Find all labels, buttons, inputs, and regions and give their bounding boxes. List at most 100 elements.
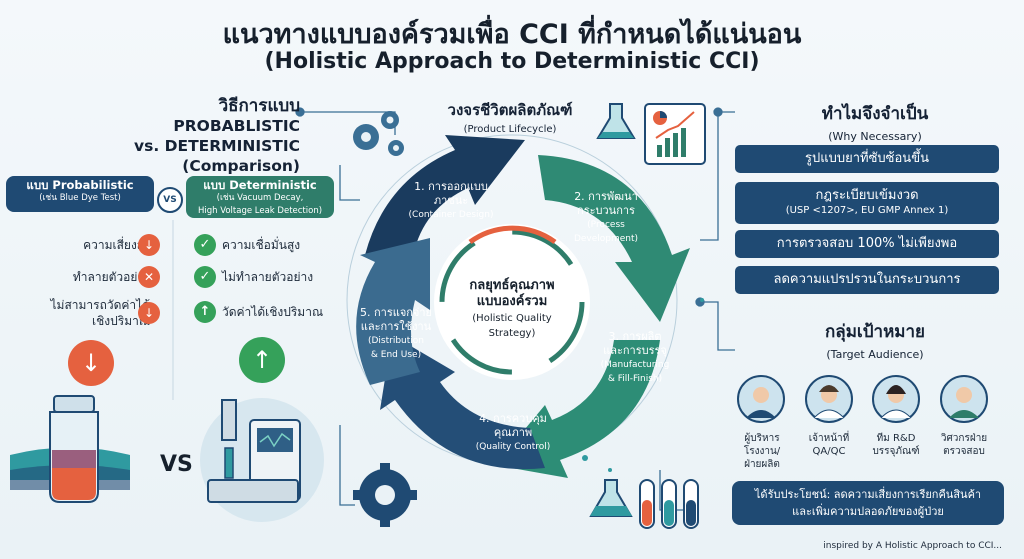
lifecycle-cycle <box>346 134 690 478</box>
vial-illustration <box>10 395 130 503</box>
deterministic-example-2: High Voltage Leak Detection) <box>197 206 323 216</box>
why-item-3: การตรวจสอบ 100% ไม่เพียงพอ <box>735 230 999 258</box>
prob-item-1: ความเสี่ยงสูง <box>83 238 150 252</box>
thumbs-up-icon: ↑ <box>194 301 216 323</box>
center-title-1: กลยุทธ์คุณภาพ <box>469 278 555 293</box>
probabilistic-example: (เช่น Blue Dye Test) <box>39 193 121 203</box>
prob-item-2: ทำลายตัวอย่าง <box>72 270 150 284</box>
check-icon: ✓ <box>194 266 216 288</box>
stage-1-title-2: ภาชนะ <box>433 194 469 207</box>
center-title-2: แบบองค์รวม <box>476 294 548 309</box>
audience-4-line2: ตรวจสอบ <box>943 446 985 457</box>
stage-2-title-2: กระบวนการ <box>577 204 635 217</box>
bottom-vs-label: VS <box>160 452 193 477</box>
why-heading-en: (Why Necessary) <box>828 130 922 143</box>
big-thumbs-down-icon: ↓ <box>68 340 114 386</box>
comparison-heading-line2: PROBABLISTIC <box>173 117 300 135</box>
stage-4-title-2: คุณภาพ <box>493 426 533 439</box>
audience-1-line2: ฝ่ายผลิต <box>744 459 780 470</box>
stage-5-title-2: และการใช้งาน <box>360 320 432 333</box>
det-item-1: ความเชื่อมั่นสูง <box>222 238 301 252</box>
stage-5-en-1: (Distribution <box>367 336 425 346</box>
why-item-2: กฎระเบียบเข้มงวด (USP <1207>, EU GMP Ann… <box>735 182 999 224</box>
deterministic-title: แบบ Deterministic <box>203 178 317 192</box>
audience-heading-thai: กลุ่มเป้าหมาย <box>825 322 925 342</box>
audience-heading-en: (Target Audience) <box>826 348 924 361</box>
why-heading-thai: ทำไมจึงจำเป็น <box>821 104 929 124</box>
stage-2-en-2: Development) <box>573 234 639 244</box>
vs-badge: VS <box>157 187 183 213</box>
stage-4-title: 4. การควบคุม <box>479 412 547 425</box>
audience-label-1: ผู้บริหารโรงงาน/ ฝ่ายผลิต <box>727 432 797 471</box>
check-icon: ✓ <box>194 234 216 256</box>
audience-1-line1: ผู้บริหารโรงงาน/ <box>743 433 781 457</box>
stage-3-en-1: (Manufacturing <box>600 360 670 370</box>
audience-4-line1: วิศวกรฝ่าย <box>940 433 988 444</box>
why-item-3-text: การตรวจสอบ 100% ไม่เพียงพอ <box>776 236 958 251</box>
audience-label-3: ทีม R&D บรรจุภัณฑ์ <box>861 432 931 458</box>
chart-board-icon <box>644 103 706 165</box>
stage-5-en-2: & End Use) <box>370 350 422 360</box>
center-strategy: กลยุทธ์คุณภาพ แบบองค์รวม (Holistic Quali… <box>437 278 587 340</box>
gears-top-icon <box>353 111 404 156</box>
stage-3-en-2: & Fill-Finish) <box>607 374 663 384</box>
big-thumbs-up-icon: ↑ <box>239 337 285 383</box>
thumbs-down-icon: ↓ <box>138 234 160 256</box>
stage-1-label: 1. การออกแบบ ภาชนะ (Container Design) <box>396 180 506 222</box>
why-item-1: รูปแบบยาที่ซับซ้อนขึ้น <box>735 145 999 173</box>
stage-1-en: (Container Design) <box>408 210 494 220</box>
page-title-english: (Holistic Approach to Deterministic CCI) <box>264 49 760 74</box>
stage-4-en: (Quality Control) <box>475 442 551 452</box>
audience-2-line1: เจ้าหน้าที่ <box>808 433 850 444</box>
stage-4-label: 4. การควบคุม คุณภาพ (Quality Control) <box>458 412 568 454</box>
stage-3-title: 3. การผลิต <box>608 330 662 343</box>
center-sub-1: (Holistic Quality <box>472 313 552 324</box>
credit-text: inspired by A Holistic Approach to CCI..… <box>823 541 1002 551</box>
benefit-line2: และเพิ่มความปลอดภัยของผู้ป่วย <box>792 505 944 518</box>
deterministic-pill: แบบ Deterministic (เช่น Vacuum Decay, Hi… <box>186 176 334 218</box>
audience-label-4: วิศวกรฝ่าย ตรวจสอบ <box>929 432 999 458</box>
stage-3-label: 3. การผลิต และการบรรจุ (Manufacturing & … <box>580 330 690 386</box>
audience-2-line2: QA/QC <box>812 446 846 457</box>
benefit-line1: ได้รับประโยชน์: ลดความเสี่ยงการเรียกคืนส… <box>754 488 982 501</box>
comparison-heading: วิธีการแบบ PROBABLISTIC vs. DETERMINISTI… <box>40 96 300 176</box>
why-heading: ทำไมจึงจำเป็น (Why Necessary) <box>735 100 1015 143</box>
lifecycle-heading: วงจรชีวิตผลิตภัณฑ์ (Product Lifecycle) <box>420 98 600 135</box>
stage-5-title: 5. การแจกจ่าย <box>360 306 432 319</box>
stage-2-en-1: (Process <box>587 220 625 230</box>
stage-3-title-2: และการบรรจุ <box>603 344 667 357</box>
leak-tester-machine <box>200 398 324 522</box>
benefit-box: ได้รับประโยชน์: ลดความเสี่ยงการเรียกคืนส… <box>732 481 1004 525</box>
x-mark-icon: ✕ <box>138 266 160 288</box>
audience-avatars <box>737 375 988 423</box>
audience-3-line1: ทีม R&D <box>876 433 916 444</box>
lifecycle-heading-thai: วงจรชีวิตผลิตภัณฑ์ <box>447 101 573 119</box>
stage-5-label: 5. การแจกจ่าย และการใช้งาน (Distribution… <box>346 306 446 362</box>
comparison-heading-line1: วิธีการแบบ <box>218 96 300 116</box>
stage-2-label: 2. การพัฒนา กระบวนการ (Process Developme… <box>546 190 666 246</box>
lifecycle-heading-en: (Product Lifecycle) <box>463 124 557 135</box>
deterministic-example-1: (เช่น Vacuum Decay, <box>216 193 304 203</box>
prob-item-4: เชิงปริมาณ <box>92 314 150 328</box>
det-item-3: วัดค่าได้เชิงปริมาณ <box>222 305 324 319</box>
det-item-2: ไม่ทำลายตัวอย่าง <box>222 270 314 284</box>
flask-top-icon <box>596 103 636 139</box>
why-item-4-text: ลดความแปรปรวนในกระบวนการ <box>773 272 961 287</box>
stage-1-title: 1. การออกแบบ <box>414 180 488 193</box>
audience-label-2: เจ้าหน้าที่ QA/QC <box>794 432 864 458</box>
why-item-2-text: กฎระเบียบเข้มงวด <box>815 188 919 203</box>
prob-item-3: ไม่สามารถวัดค่าได้ <box>50 298 151 312</box>
why-item-2-sub: (USP <1207>, EU GMP Annex 1) <box>785 205 949 216</box>
page-title-thai: แนวทางแบบองค์รวมเพื่อ CCI ที่กำหนดได้แน่… <box>222 19 802 50</box>
thumbs-down-icon: ↓ <box>138 302 160 324</box>
audience-heading: กลุ่มเป้าหมาย (Target Audience) <box>735 318 1015 361</box>
probabilistic-pill: แบบ Probabilistic (เช่น Blue Dye Test) <box>6 176 154 212</box>
test-tubes-icon <box>589 479 699 529</box>
gear-bottom-icon <box>353 463 417 527</box>
probabilistic-title: แบบ Probabilistic <box>26 178 134 192</box>
comparison-heading-line3: vs. DETERMINISTIC (Comparison) <box>134 137 300 175</box>
audience-3-line2: บรรจุภัณฑ์ <box>872 446 920 457</box>
why-item-1-text: รูปแบบยาที่ซับซ้อนขึ้น <box>805 151 929 166</box>
stage-2-title: 2. การพัฒนา <box>574 190 638 203</box>
center-sub-2: Strategy) <box>488 328 536 339</box>
